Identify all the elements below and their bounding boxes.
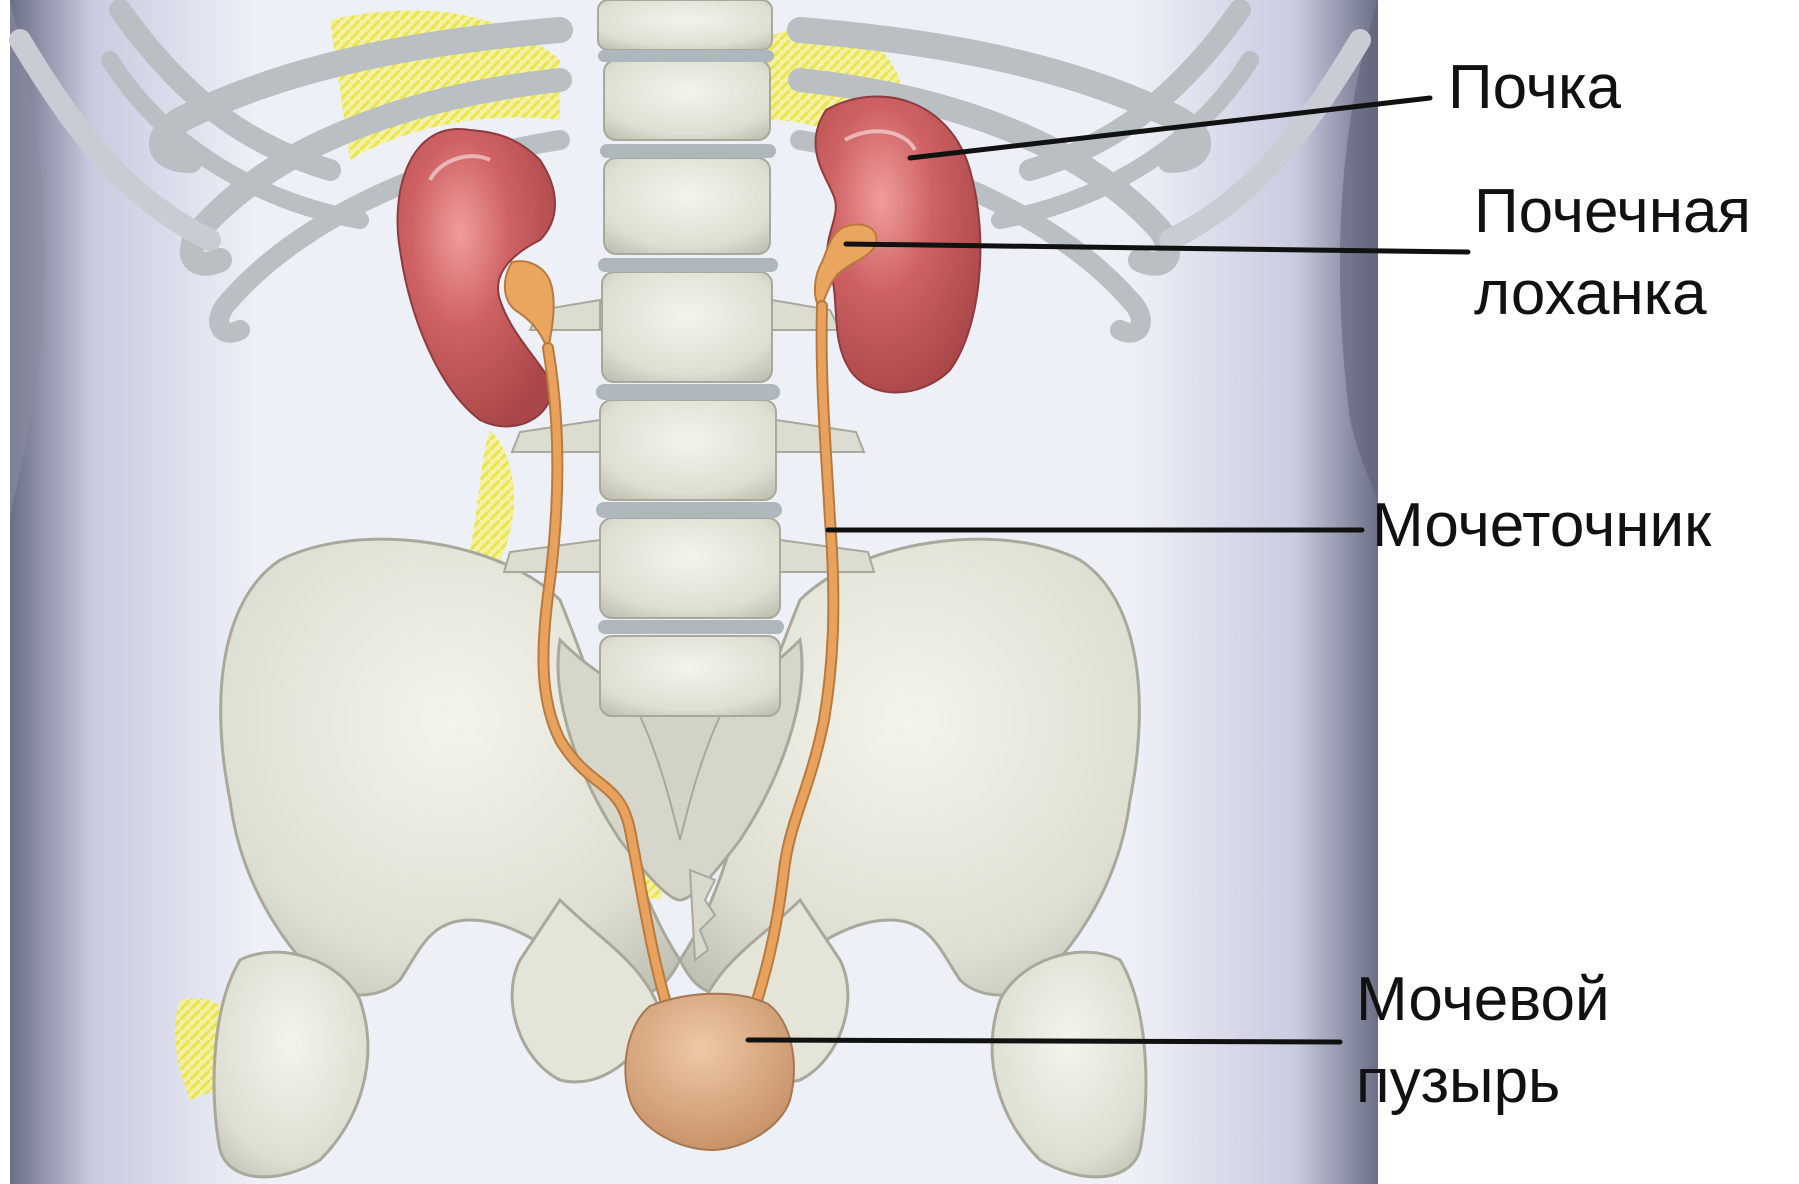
- label-kidney: Почка: [1448, 52, 1621, 124]
- urinary-bladder: [625, 994, 794, 1150]
- label-renal-pelvis-line1: Почечная: [1474, 176, 1751, 248]
- label-bladder-line1: Мочевой: [1356, 964, 1610, 1036]
- label-ureter: Мочеточник: [1372, 490, 1711, 562]
- leader-line-bladder: [748, 1040, 1340, 1042]
- label-renal-pelvis-line2: лоханка: [1474, 258, 1707, 330]
- label-bladder-line2: пузырь: [1356, 1046, 1560, 1118]
